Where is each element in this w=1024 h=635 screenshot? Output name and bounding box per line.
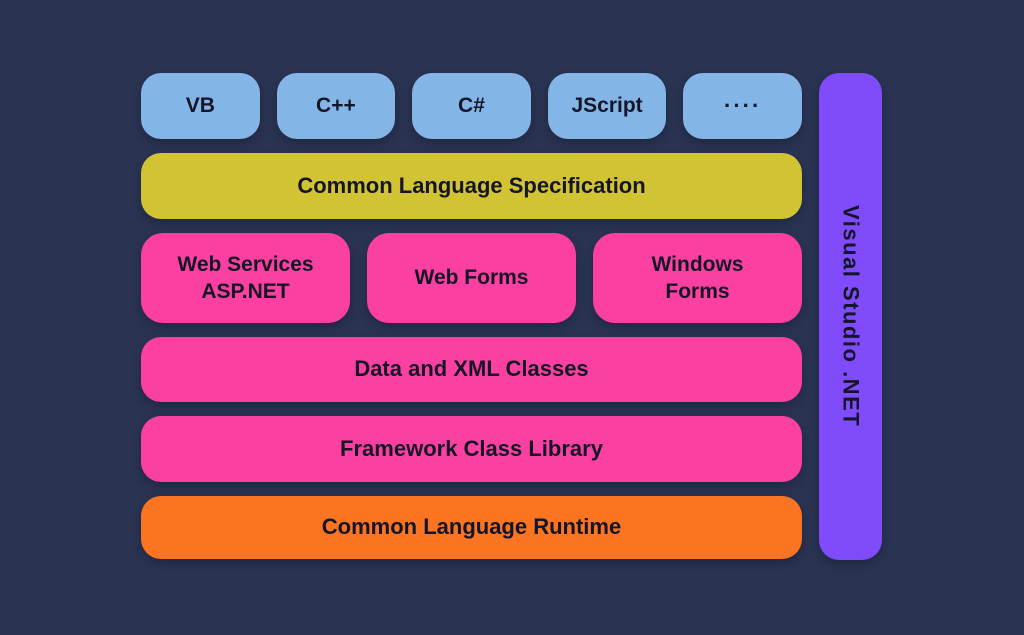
language-box-more: ···· — [683, 73, 802, 139]
common-language-runtime-box: Common Language Runtime — [141, 496, 802, 559]
language-box-cpp: C++ — [276, 73, 396, 139]
windows-forms-box: Windows Forms — [593, 233, 802, 323]
language-box-jscript: JScript — [547, 73, 667, 139]
language-box-vb: VB — [141, 73, 260, 139]
visual-studio-net-label: Visual Studio .NET — [838, 205, 864, 428]
app-models-row: Web Services ASP.NET Web Forms Windows F… — [141, 233, 802, 323]
framework-class-library-box: Framework Class Library — [141, 416, 802, 482]
data-and-xml-classes-box: Data and XML Classes — [141, 337, 802, 402]
language-box-csharp: C# — [412, 73, 531, 139]
web-services-aspnet-box: Web Services ASP.NET — [141, 233, 350, 323]
architecture-stack: VB C++ C# JScript ···· Common Language S… — [141, 73, 802, 559]
visual-studio-net-bar: Visual Studio .NET — [819, 73, 882, 560]
common-language-specification-box: Common Language Specification — [141, 153, 802, 219]
languages-row: VB C++ C# JScript ···· — [141, 73, 802, 139]
web-forms-box: Web Forms — [367, 233, 576, 323]
